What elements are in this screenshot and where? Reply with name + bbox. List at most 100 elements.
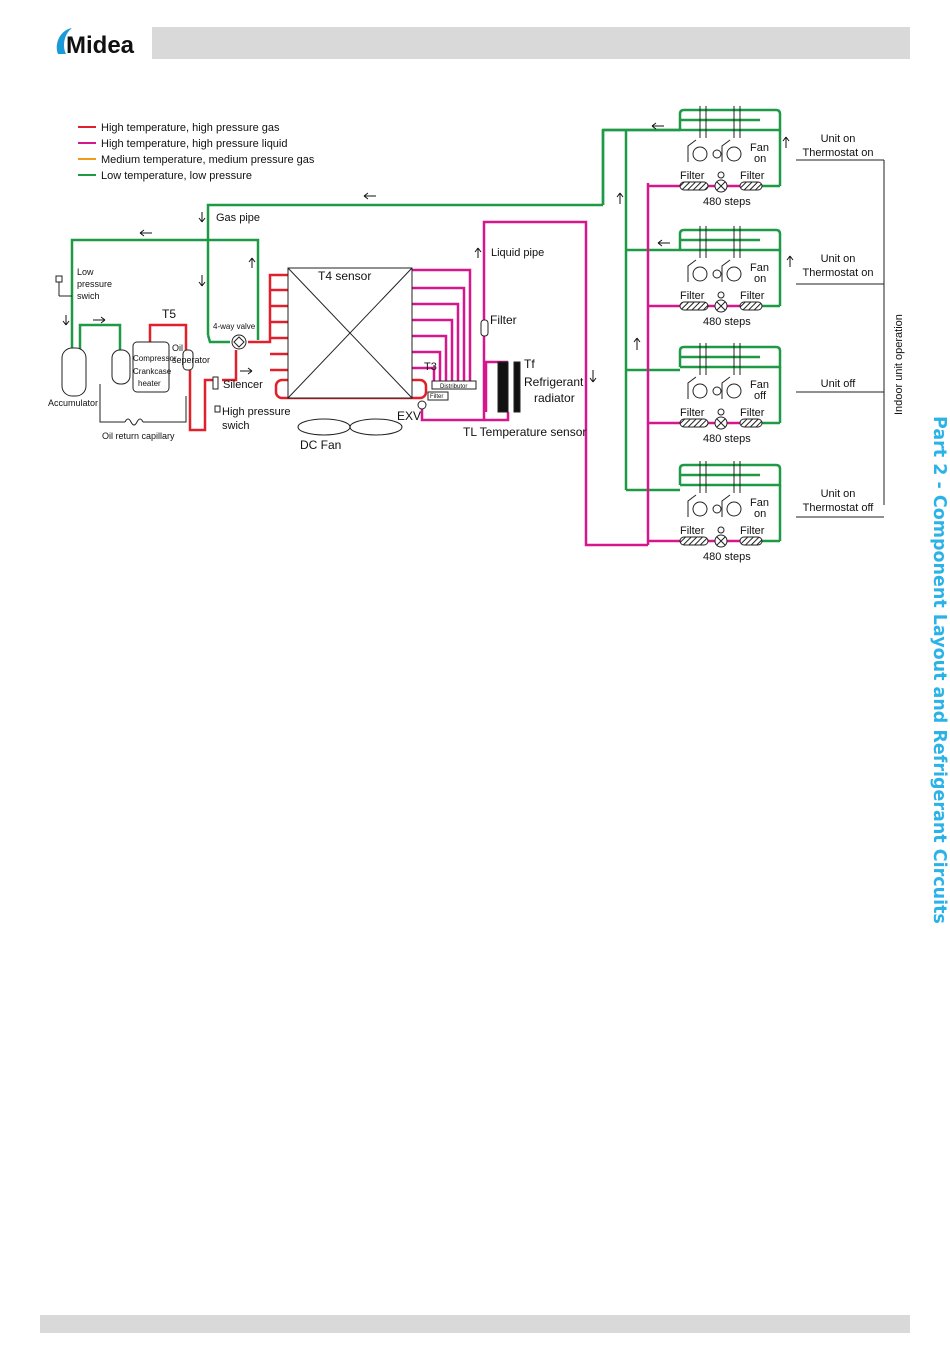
accumulator-icon	[61, 347, 87, 397]
legend-item: High temperature, high pressure gas	[78, 122, 280, 134]
fan-icon	[726, 266, 742, 282]
refrigerant-radiator-label: Refrigerant	[524, 375, 584, 389]
unit-status-label: Unit on	[821, 253, 856, 265]
filter-icon	[739, 181, 763, 191]
unit-status-label: Thermostat off	[803, 502, 875, 514]
unit-status-label: Thermostat on	[803, 267, 874, 279]
unit-status-label: Unit on	[821, 488, 856, 500]
fan-icon	[726, 383, 742, 399]
filter-label: Filter	[740, 290, 765, 302]
unit-status-label: Thermostat on	[803, 147, 874, 159]
steps-label: 480 steps	[703, 196, 751, 208]
legend-label: Medium temperature, medium pressure gas	[101, 154, 315, 166]
exv-label: EXV	[397, 409, 421, 423]
legend-label: High temperature, high pressure liquid	[101, 138, 288, 150]
high-pressure-label: swich	[222, 420, 250, 432]
distributor-icon	[431, 380, 477, 390]
distributor-label: Distributor	[440, 384, 467, 390]
low-pressure-label: Low	[77, 267, 94, 277]
indoor-op-bracket	[796, 159, 885, 518]
fan-state-label: Fan	[750, 497, 769, 509]
high-pressure-liquid-piping	[412, 183, 650, 547]
fan-state-label: on	[754, 153, 766, 165]
oil-separator-label: seperator	[172, 355, 210, 365]
filter-label: Filter	[740, 170, 765, 182]
fan-state-label: Fan	[750, 262, 769, 274]
fan-icon	[692, 266, 708, 282]
fan-state-label: Fan	[750, 379, 769, 391]
footer-bar	[40, 1315, 910, 1333]
filter-icon	[739, 301, 763, 311]
refrigerant-radiator-icon	[497, 361, 509, 413]
fan-icon	[692, 383, 708, 399]
filter-label: Filter	[740, 525, 765, 537]
silencer-icon	[212, 376, 219, 390]
refrigerant-radiator-label: radiator	[534, 391, 575, 405]
steps-label: 480 steps	[703, 551, 751, 563]
midea-logo: Midea	[56, 28, 135, 59]
legend-label: Low temperature, low pressure	[101, 170, 252, 182]
filter-icon	[679, 536, 709, 546]
dc-fan-label: DC Fan	[300, 438, 341, 452]
high-pressure-label: High pressure	[222, 406, 290, 418]
filter-icon	[739, 536, 763, 546]
indoor-op-label: Indoor unit operation	[893, 314, 905, 415]
exv-icon	[417, 400, 427, 410]
filter-icon	[739, 418, 763, 428]
legend-item: Low temperature, low pressure	[78, 170, 252, 182]
oil-separator-icon	[182, 349, 194, 371]
filter-icon	[679, 301, 709, 311]
tf-label: Tf	[524, 357, 535, 371]
gas-pipe-label: Gas pipe	[216, 212, 260, 224]
outdoor-components	[55, 267, 521, 436]
compressor-label: Compressor	[133, 354, 177, 363]
four-way-valve-icon	[231, 334, 247, 350]
tl-sensor-label: TL Temperature sensor	[463, 425, 586, 439]
fan-state-label: Fan	[750, 142, 769, 154]
steps-label: 480 steps	[703, 433, 751, 445]
unit-status-label: Unit on	[821, 133, 856, 145]
compressor-icon	[111, 349, 131, 385]
t3-label: T3	[424, 361, 437, 373]
low-pressure-piping	[64, 128, 680, 492]
side-title: Part 2 - Component Layout and Refrigeran…	[929, 416, 949, 924]
dc-fan-icon	[297, 418, 351, 436]
accumulator-label: Accumulator	[48, 398, 98, 408]
low-pressure-label: pressure	[77, 279, 112, 289]
fan-state-label: on	[754, 508, 766, 520]
filter-main-label: Filter	[490, 313, 517, 327]
filter-label: Filter	[740, 407, 765, 419]
legend-item: High temperature, high pressure liquid	[78, 138, 288, 150]
filter-icon	[679, 181, 709, 191]
filter-label: Filter	[680, 525, 705, 537]
fan-icon	[692, 146, 708, 162]
liquid-pipe-label: Liquid pipe	[491, 247, 544, 259]
filter-icon	[480, 319, 489, 337]
filter-small-label: Filter	[430, 394, 443, 400]
filter-label: Filter	[680, 290, 705, 302]
fan-state-label: on	[754, 273, 766, 285]
legend-label: High temperature, high pressure gas	[101, 122, 280, 134]
filter-label: Filter	[680, 407, 705, 419]
flow-arrows	[62, 122, 794, 383]
fan-state-label: off	[754, 390, 767, 402]
low-pressure-label: swich	[77, 291, 100, 301]
silencer-label: Silencer	[223, 379, 263, 391]
t4-label: T4 sensor	[318, 269, 371, 283]
legend-item: Medium temperature, medium pressure gas	[78, 154, 315, 166]
four-way-valve-label: 4-way valve	[213, 322, 256, 331]
compressor-label: Crankcase	[133, 367, 172, 376]
legend: High temperature, high pressure gas High…	[78, 122, 315, 182]
oil-separator-label: Oil	[172, 343, 183, 353]
brand-name: Midea	[66, 32, 135, 59]
compressor-label: heater	[138, 379, 161, 388]
unit-status-label: Unit off	[821, 378, 857, 390]
outdoor-labels: Gas pipe Liquid pipe Low pressure swich …	[48, 212, 586, 452]
oil-return-label: Oil return capillary	[102, 431, 175, 441]
